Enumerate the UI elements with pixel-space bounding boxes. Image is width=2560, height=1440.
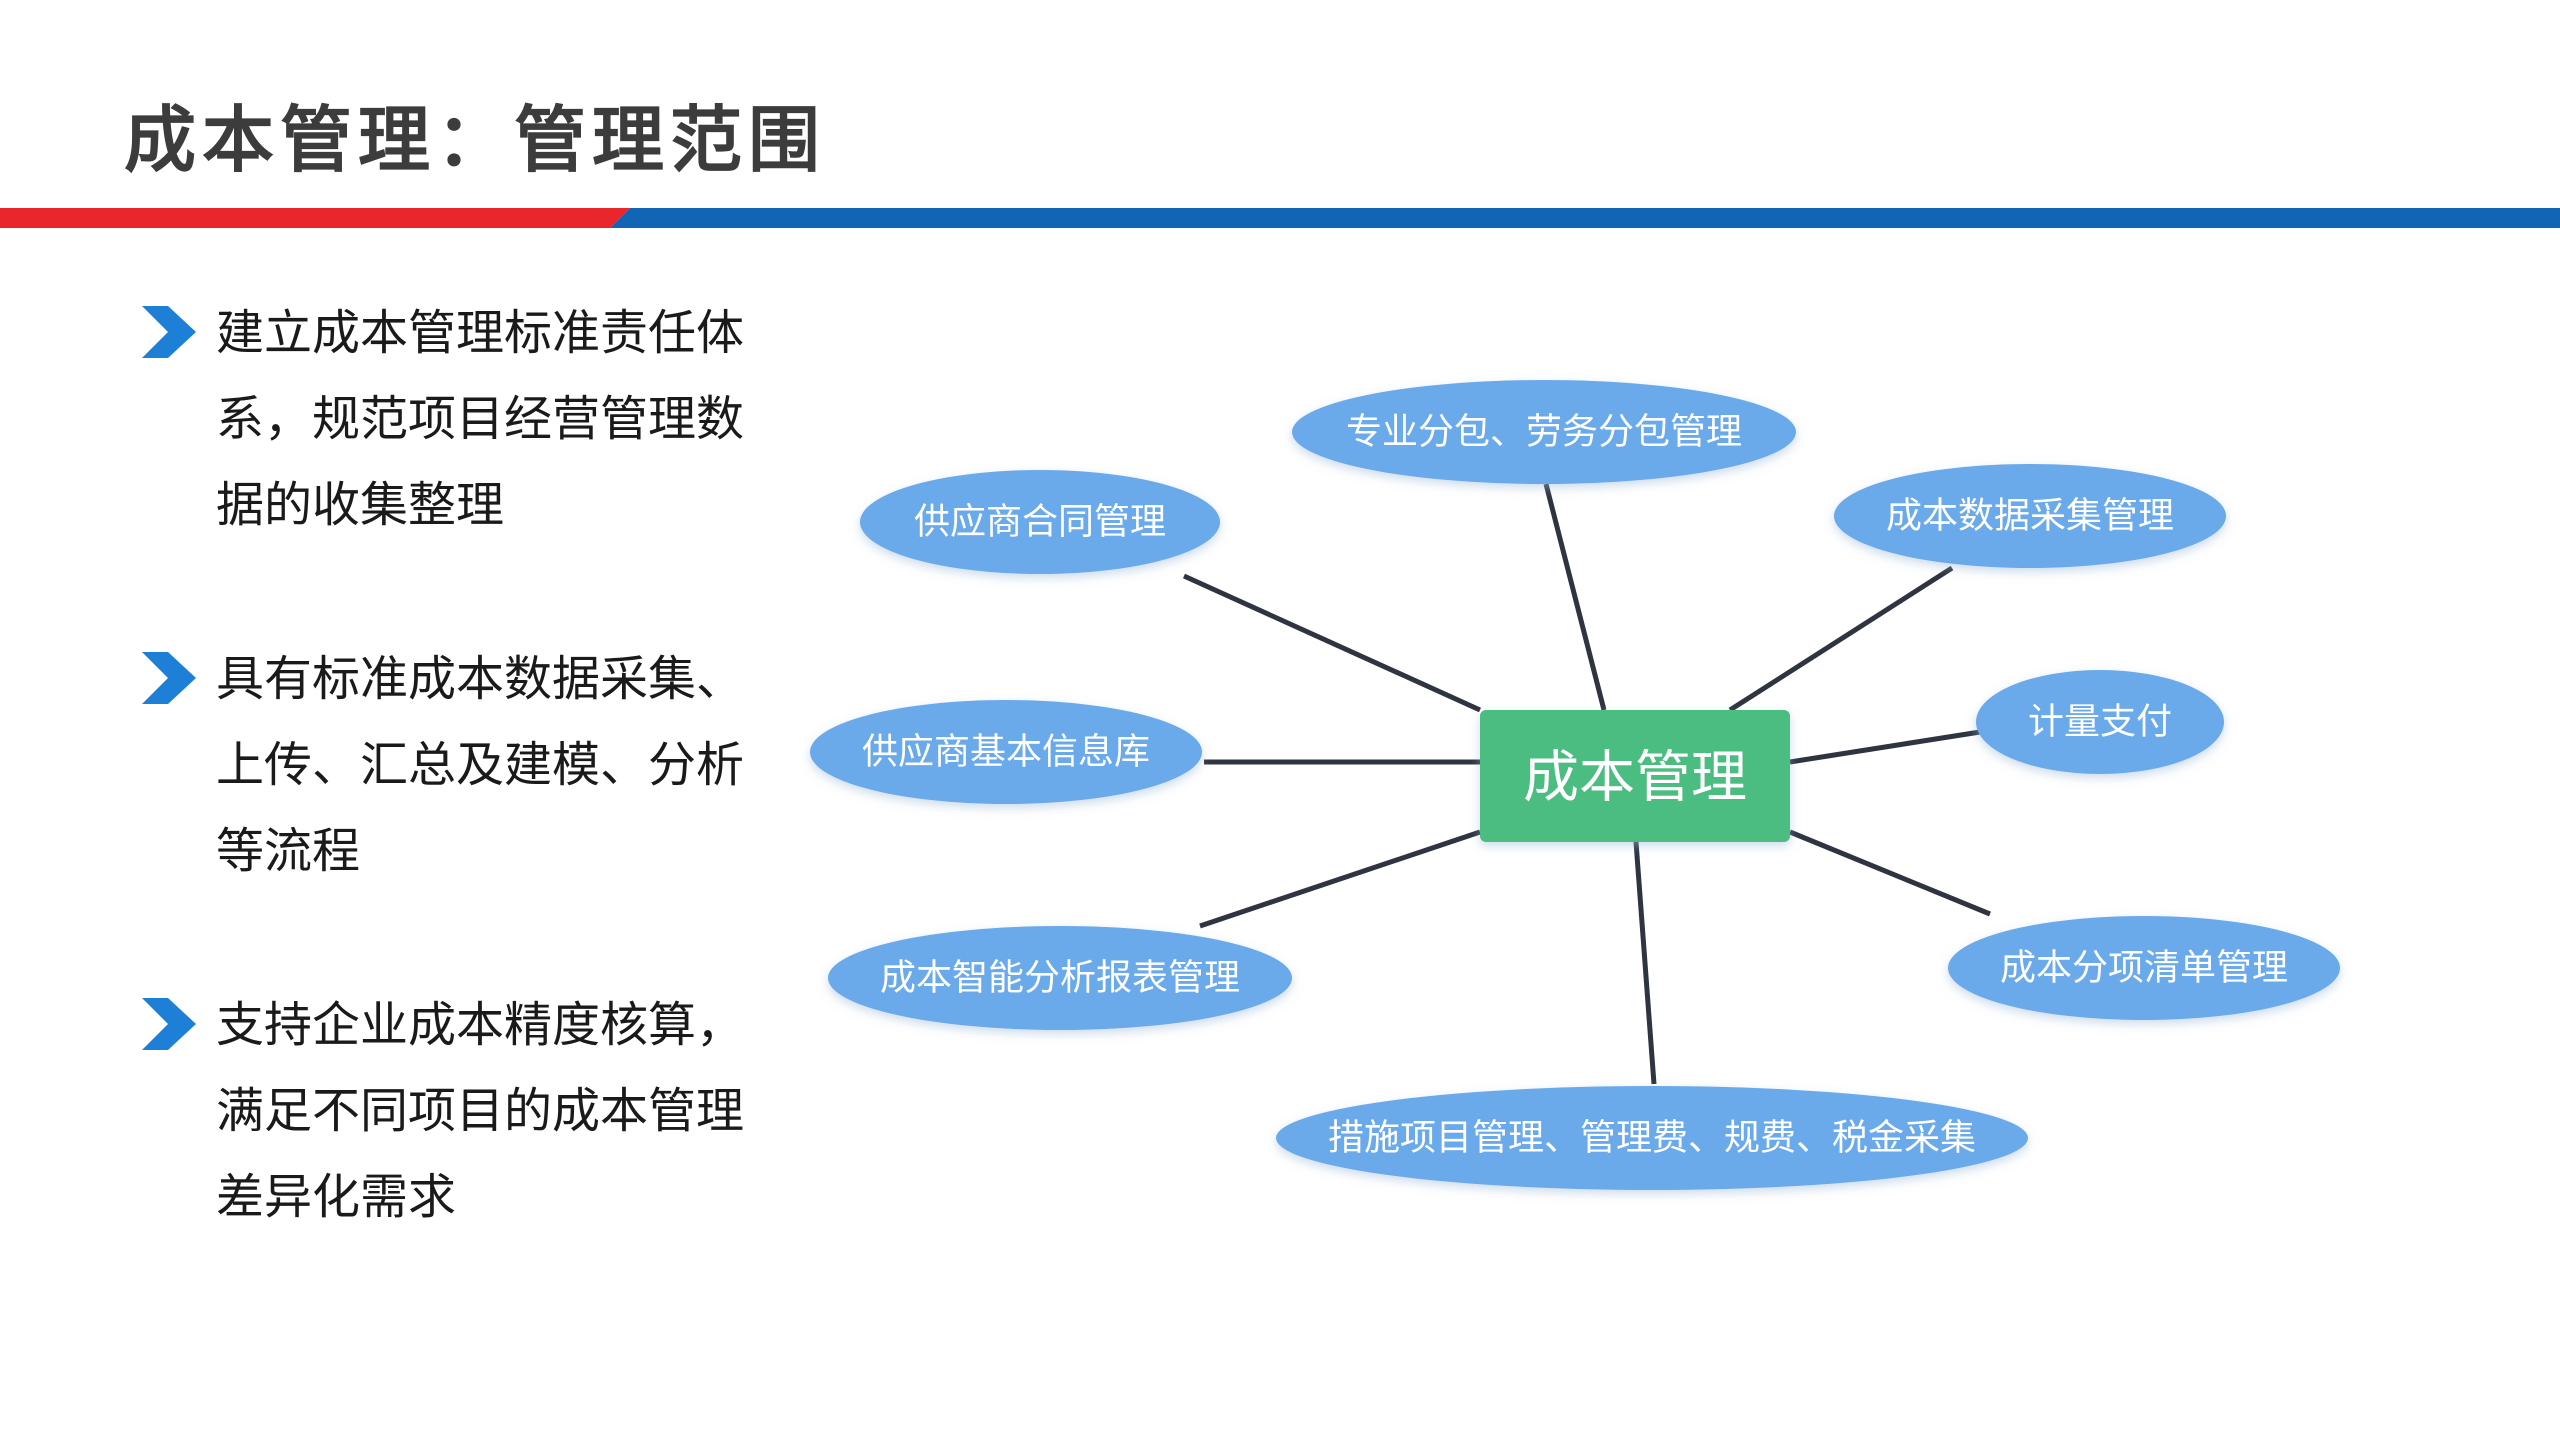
connector-line	[1728, 565, 1954, 713]
diagram-node: 供应商基本信息库	[810, 700, 1202, 804]
diagram-node-label: 成本智能分析报表管理	[880, 958, 1240, 999]
header-divider-blue	[610, 208, 2560, 228]
diagram-node: 成本分项清单管理	[1948, 916, 2340, 1020]
diagram-node-label: 成本分项清单管理	[2000, 948, 2288, 989]
diagram-node: 成本数据采集管理	[1834, 464, 2226, 568]
page-title: 成本管理：管理范围	[124, 98, 827, 182]
connector-line	[1789, 829, 1991, 917]
connector-line	[1199, 829, 1481, 929]
connector-line	[1543, 483, 1607, 711]
bullet-text: 建立成本管理标准责任体系，规范项目经营管理数据的收集整理	[216, 305, 745, 533]
bullet-text: 支持企业成本精度核算，满足不同项目的成本管理差异化需求	[216, 997, 745, 1225]
bullet-item: 建立成本管理标准责任体系，规范项目经营管理数据的收集整理	[138, 290, 758, 636]
chevron-right-icon	[142, 652, 196, 704]
header-divider-bar	[0, 208, 2560, 228]
diagram-node: 供应商合同管理	[860, 470, 1220, 574]
diagram-node-label: 措施项目管理、管理费、规费、税金采集	[1328, 1118, 1976, 1159]
diagram-node-label: 计量支付	[2028, 702, 2172, 743]
connector-line	[1182, 573, 1482, 713]
diagram-center-node: 成本管理	[1480, 710, 1790, 842]
header-divider-red	[0, 208, 630, 228]
bullet-item: 支持企业成本精度核算，满足不同项目的成本管理差异化需求	[138, 982, 758, 1328]
diagram-node-label: 供应商基本信息库	[862, 732, 1150, 773]
diagram-node: 措施项目管理、管理费、规费、税金采集	[1276, 1086, 2028, 1190]
diagram-node: 计量支付	[1976, 670, 2224, 774]
bullet-list: 建立成本管理标准责任体系，规范项目经营管理数据的收集整理 具有标准成本数据采集、…	[138, 290, 758, 1328]
diagram-node: 专业分包、劳务分包管理	[1292, 380, 1796, 484]
chevron-right-icon	[142, 998, 196, 1050]
chevron-right-icon	[142, 306, 196, 358]
diagram-center-label: 成本管理	[1523, 746, 1747, 811]
connector-lines	[1182, 483, 1991, 1085]
connector-line	[1789, 729, 1981, 765]
diagram-node-label: 供应商合同管理	[914, 502, 1166, 543]
diagram-node-label: 成本数据采集管理	[1886, 496, 2174, 537]
connector-line	[1633, 841, 1657, 1085]
diagram-node: 成本智能分析报表管理	[828, 926, 1292, 1030]
bullet-text: 具有标准成本数据采集、上传、汇总及建模、分析等流程	[216, 651, 745, 879]
bullet-item: 具有标准成本数据采集、上传、汇总及建模、分析等流程	[138, 636, 758, 982]
diagram-node-label: 专业分包、劳务分包管理	[1346, 412, 1742, 453]
